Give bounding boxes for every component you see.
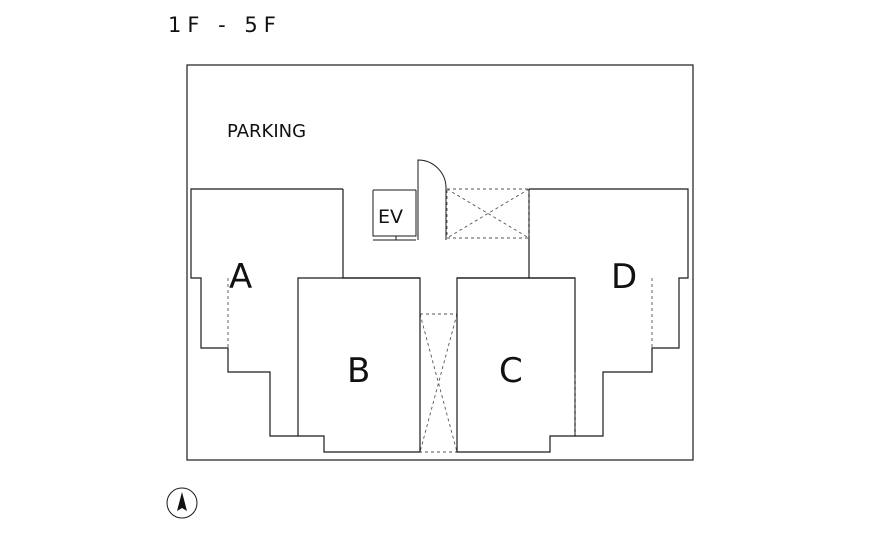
elevator-shaft <box>372 189 417 237</box>
unit-b-label: B <box>347 351 370 391</box>
unit-a-outline <box>190 188 343 437</box>
unit-d-outline <box>529 188 689 437</box>
site-boundary <box>186 64 694 461</box>
parking-label: PARKING <box>227 121 306 142</box>
core-walls <box>342 189 530 279</box>
unit-a-label: A <box>229 257 252 297</box>
lower-void <box>419 313 458 453</box>
entrance-door <box>417 159 447 240</box>
upper-void-cross-b <box>446 188 530 239</box>
north-arrow-icon <box>166 487 198 519</box>
unit-c-label: C <box>499 351 523 391</box>
unit-d-label: D <box>611 257 637 297</box>
unit-b-outline <box>297 277 421 453</box>
upper-void-cross-a <box>446 188 530 239</box>
elevator-label: EV <box>378 206 403 228</box>
floor-range-title: 1F - 5F <box>168 13 282 37</box>
